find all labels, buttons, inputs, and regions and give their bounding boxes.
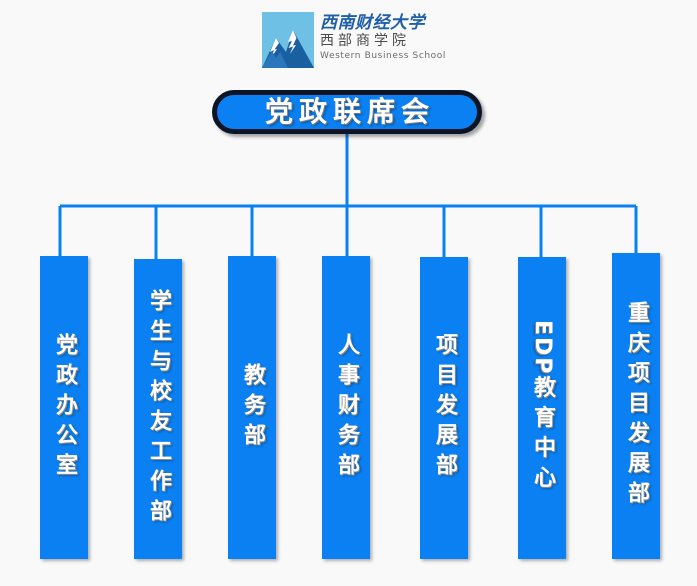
org-node-department-label-edp: EDP教育中心 <box>527 320 557 495</box>
logo-text-block: 西南财经大学 西部商学院 Western Business School <box>320 12 446 62</box>
org-node-department[interactable]: 学生与校友工作部 <box>134 259 182 559</box>
org-node-root[interactable]: 党政联席会 <box>212 90 482 134</box>
org-node-department[interactable]: 人事财务部 <box>322 256 370 559</box>
logo-english-name: Western Business School <box>320 51 446 61</box>
org-node-chinese-suffix: 教育中心 <box>530 375 555 496</box>
logo-university-name: 西南财经大学 <box>320 13 425 33</box>
org-node-department-label: 教务部 <box>240 362 265 453</box>
org-node-department[interactable]: 教务部 <box>228 256 276 559</box>
org-node-department-label: 重庆项目发展部 <box>624 301 649 511</box>
org-node-latin-prefix: EDP <box>530 320 555 376</box>
org-node-department[interactable]: 项目发展部 <box>420 257 468 559</box>
org-node-department-label: 党政办公室 <box>52 332 77 483</box>
mountain-logo-icon <box>262 12 314 68</box>
org-node-root-label: 党政联席会 <box>264 95 435 128</box>
org-node-department-label: 学生与校友工作部 <box>146 289 171 529</box>
org-node-department[interactable]: 重庆项目发展部 <box>612 253 660 559</box>
school-logo: 西南财经大学 西部商学院 Western Business School <box>262 12 445 72</box>
logo-school-name: 西部商学院 <box>320 33 410 49</box>
org-node-department-label: 人事财务部 <box>334 332 359 483</box>
org-node-department[interactable]: EDP教育中心 <box>518 257 566 559</box>
org-node-department[interactable]: 党政办公室 <box>40 256 88 559</box>
org-node-department-label: 项目发展部 <box>432 333 457 483</box>
